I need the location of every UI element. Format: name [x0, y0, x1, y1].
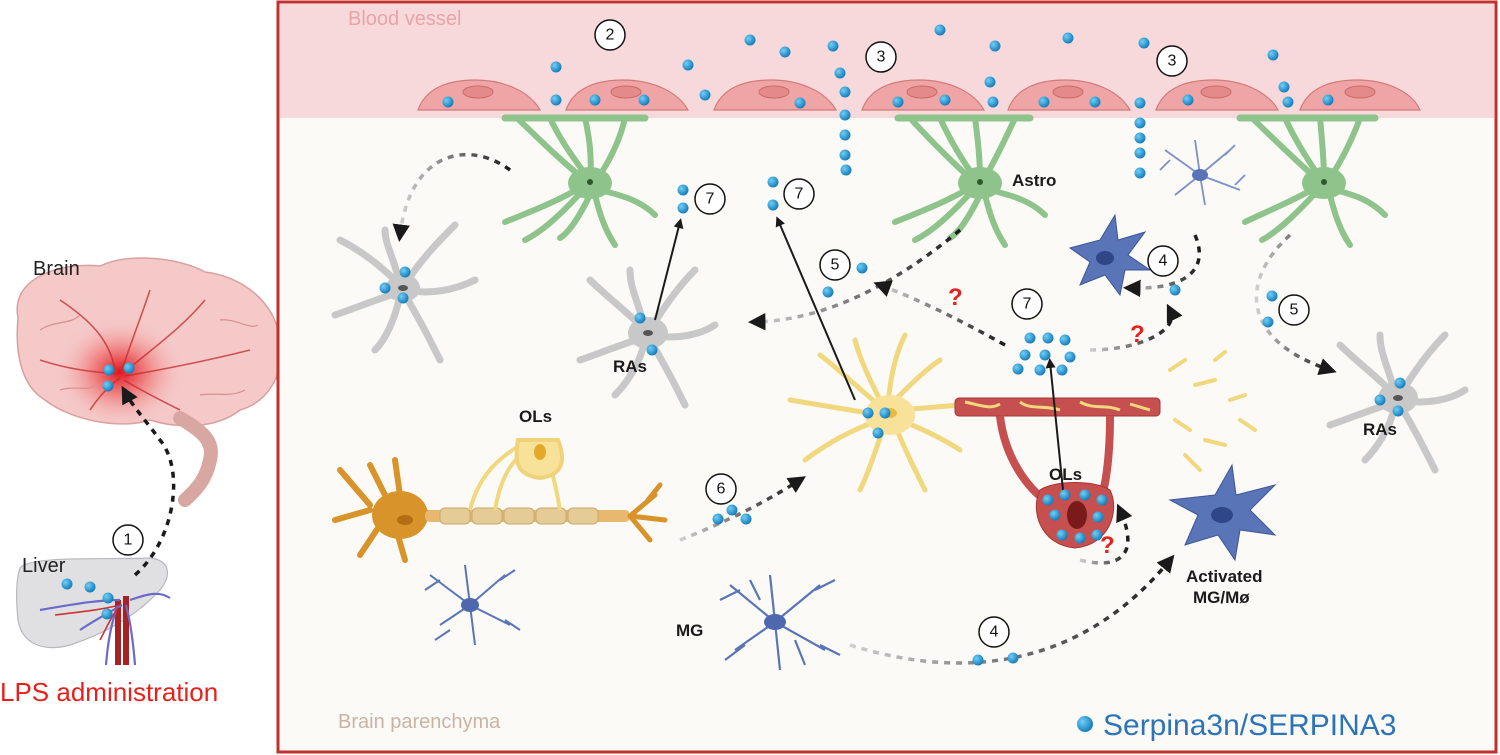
brain-parenchyma-label: Brain parenchyma — [338, 711, 501, 733]
blood-vessel-label: Blood vessel — [348, 8, 461, 30]
liver-label: Liver — [22, 555, 66, 577]
svg-text:7: 7 — [706, 191, 715, 208]
svg-text:7: 7 — [795, 186, 804, 203]
step-7b: 7 — [783, 178, 815, 210]
step-4a: 4 — [1147, 245, 1179, 277]
step-3b: 3 — [1156, 45, 1188, 77]
lps-label: LPS administration — [0, 677, 218, 707]
astrocyte-3 — [1236, 114, 1388, 248]
activated-microglia-top — [1068, 213, 1152, 297]
microglia-ramified-left — [424, 564, 521, 646]
unknown-mark-3: ? — [1100, 532, 1115, 559]
astro-label: Astro — [1012, 171, 1056, 190]
unknown-mark-1: ? — [948, 284, 963, 311]
astrocyte-1 — [501, 114, 658, 248]
mg-label: MG — [676, 621, 703, 640]
astrocyte-2 — [892, 114, 1048, 248]
step-4b: 4 — [978, 616, 1010, 648]
ols-label-top: OLs — [519, 407, 552, 426]
activated-label-line1: Activated — [1186, 567, 1263, 586]
svg-text:3: 3 — [877, 49, 886, 66]
svg-text:4: 4 — [1159, 253, 1168, 270]
brain-label: Brain — [33, 258, 80, 280]
step-3a: 3 — [865, 41, 897, 73]
ras-label-left: RAs — [613, 357, 647, 376]
neuron — [332, 457, 668, 563]
step-5b: 5 — [1278, 294, 1310, 326]
parenchyma-region — [276, 0, 1498, 754]
svg-text:3: 3 — [1168, 53, 1177, 70]
svg-text:6: 6 — [717, 481, 726, 498]
legend-label: Serpina3n/SERPINA3 — [1103, 709, 1397, 742]
ras-label-right: RAs — [1363, 420, 1397, 439]
step-7c: 7 — [1011, 288, 1043, 320]
reactive-astrocyte-2 — [576, 266, 719, 409]
serpina3n-legend-icon — [1077, 716, 1093, 732]
svg-text:2: 2 — [606, 27, 615, 44]
step-6: 6 — [705, 473, 737, 505]
svg-text:5: 5 — [1290, 302, 1299, 319]
reactive-astrocyte-3 — [1326, 331, 1469, 474]
solid-arrows — [654, 216, 1064, 491]
legend: Serpina3n/SERPINA3 — [1077, 709, 1397, 742]
activated-microglia-bottom — [1168, 463, 1277, 562]
svg-text:4: 4 — [990, 624, 999, 641]
brain-illustration — [16, 257, 282, 507]
serpina3n-dots — [379, 24, 1406, 666]
svg-text:5: 5 — [831, 257, 840, 274]
step-5a: 5 — [819, 249, 851, 281]
svg-text:1: 1 — [124, 532, 133, 549]
arrow-liver-to-brain — [121, 385, 176, 577]
step-7a: 7 — [694, 183, 726, 215]
oligodendrocyte-myelinating — [468, 438, 564, 511]
reactive-astrocyte-1 — [331, 221, 479, 364]
liver-illustration — [16, 557, 171, 666]
step-1: 1 — [112, 524, 144, 556]
ols-label-mid: OLs — [1049, 465, 1082, 484]
microglia-ramified-top — [1159, 139, 1246, 206]
microglia-ramified-bottom — [719, 574, 841, 671]
activated-label-line2: MG/Mø — [1193, 588, 1250, 607]
unknown-mark-2: ? — [1130, 321, 1145, 348]
step-2: 2 — [594, 19, 626, 51]
svg-text:7: 7 — [1023, 296, 1032, 313]
